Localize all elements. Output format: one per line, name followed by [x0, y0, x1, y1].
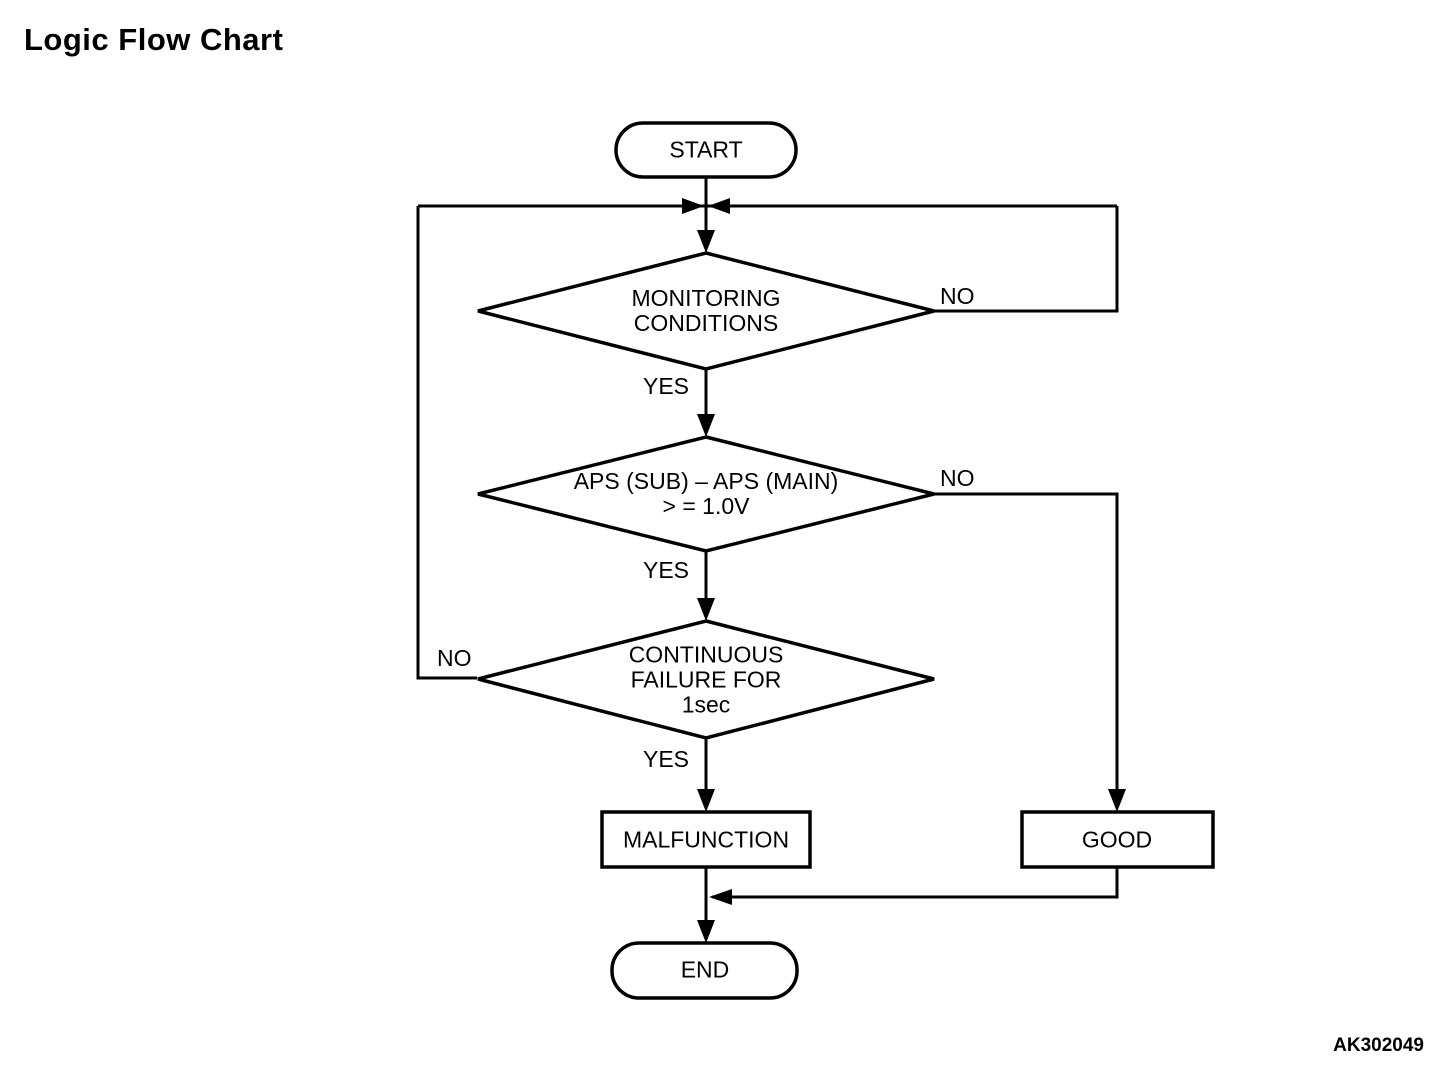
connector-good-merge — [712, 867, 1119, 899]
aps-yes-label: YES — [643, 557, 690, 583]
monitoring-no-label: NO — [940, 283, 975, 309]
arrowhead-down-into-malfunction-icon — [697, 789, 715, 812]
end-terminal-shape — [610, 941, 799, 1000]
continuous-no-label: NO — [437, 645, 472, 671]
continuous-failure-label: CONTINUOUS FAILURE FOR 1sec — [628, 641, 784, 718]
arrowhead-down-into-good-icon — [1108, 789, 1126, 812]
monitoring-yes-label: YES — [643, 373, 690, 399]
aps-compare-label: APS (SUB) – APS (MAIN) > = 1.0V — [573, 468, 839, 519]
figure-code: AK302049 — [1333, 1035, 1424, 1056]
arrowhead-down-into-monitoring-icon — [697, 230, 715, 253]
arrowhead-down-into-end-icon — [697, 920, 715, 943]
connector-monitoring-no-loop — [934, 206, 1119, 313]
good-label: GOOD — [1081, 826, 1153, 853]
page-title: Logic Flow Chart — [24, 22, 284, 57]
arrowhead-left-into-junction-icon — [708, 198, 730, 214]
connector-left-loop — [416, 206, 477, 680]
start-label: START — [669, 136, 743, 163]
arrowhead-down-into-aps-icon — [697, 414, 715, 437]
arrowhead-left-into-merge-icon — [709, 889, 732, 905]
monitoring-label: MONITORING CONDITIONS — [631, 285, 781, 336]
arrowhead-down-into-continuous-icon — [697, 598, 715, 621]
aps-no-label: NO — [940, 465, 975, 491]
connector-aps-no-to-good — [934, 492, 1119, 808]
malfunction-label: MALFUNCTION — [622, 826, 790, 853]
arrowhead-right-into-junction-icon — [682, 198, 704, 214]
continuous-yes-label: YES — [643, 746, 690, 772]
end-label: END — [680, 956, 730, 983]
